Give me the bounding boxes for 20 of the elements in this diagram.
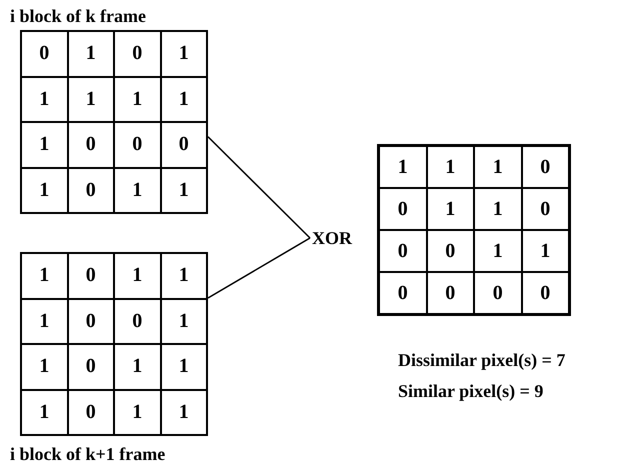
operator-text: XOR	[312, 228, 352, 249]
grid-table	[378, 145, 570, 315]
grid-cell: 1	[378, 145, 428, 189]
connector-line	[207, 136, 311, 239]
grid-cell: 1	[160, 388, 208, 436]
grid-cell: 0	[520, 271, 570, 315]
result-note: Dissimilar pixel(s) = 7	[398, 350, 566, 371]
result-note: Similar pixel(s) = 9	[398, 381, 544, 402]
grid-cell: 0	[20, 30, 68, 78]
grid-cell: 1	[20, 166, 68, 214]
grid-cell: 1	[160, 252, 208, 300]
grid-cell: 1	[160, 30, 208, 78]
grid-cell: 1	[20, 252, 68, 300]
grid-cell: 0	[378, 271, 428, 315]
grid-cell: 1	[20, 388, 68, 436]
connector-line	[208, 237, 310, 299]
grid-heading: i block of k frame	[10, 6, 146, 27]
grid-cell: 1	[160, 166, 208, 214]
grid-cell: 0	[520, 145, 570, 189]
grid-heading: i block of k+1 frame	[10, 444, 166, 465]
